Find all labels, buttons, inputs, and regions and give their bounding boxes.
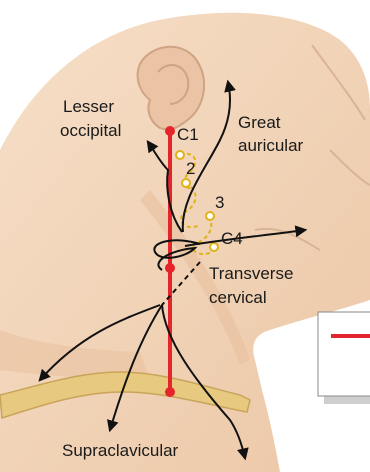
- red-dot-bottom: [165, 387, 175, 397]
- label-lesser-occipital-1: Lesser: [63, 97, 114, 117]
- label-transverse-cervical-2: cervical: [209, 288, 267, 308]
- root-c4: [210, 243, 218, 251]
- label-c4: C4: [221, 229, 243, 249]
- label-lesser-occipital-2: occipital: [60, 121, 121, 141]
- label-c3: 3: [215, 193, 224, 213]
- label-c2: 2: [186, 159, 195, 179]
- label-supraclavicular: Supraclavicular: [62, 441, 178, 461]
- legend-box: [318, 312, 370, 396]
- root-c1: [176, 151, 184, 159]
- red-dot-middle: [165, 263, 175, 273]
- label-c1: C1: [177, 125, 199, 145]
- label-transverse-cervical-1: Transverse: [209, 264, 293, 284]
- label-great-auricular-2: auricular: [238, 136, 303, 156]
- red-dot-top: [165, 126, 175, 136]
- root-c3: [206, 212, 214, 220]
- label-great-auricular-1: Great: [238, 113, 281, 133]
- root-c2: [182, 179, 190, 187]
